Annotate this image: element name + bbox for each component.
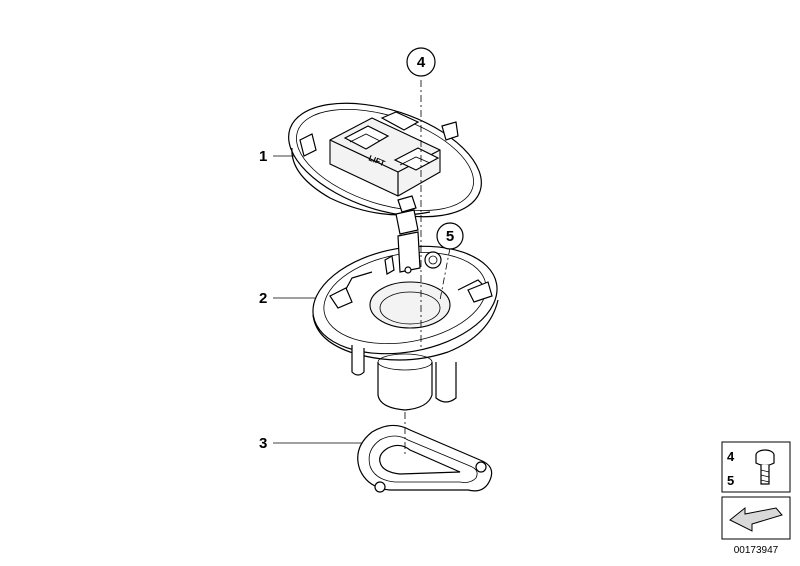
callout-2: 2 [259,290,316,307]
legend-box[interactable]: 4 5 [721,441,791,493]
svg-text:5: 5 [446,228,454,245]
callout-5-leader [439,247,451,301]
svg-text:3: 3 [259,435,267,452]
filler-neck-housing-part[interactable] [304,231,505,411]
fuel-cap-part[interactable]: LIFT [274,82,495,239]
screw-icon [755,449,775,485]
svg-text:2: 2 [259,290,267,307]
callout-3: 3 [259,435,362,452]
arrow-down-left-icon[interactable] [721,496,791,540]
svg-text:1: 1 [259,148,267,165]
legend-label-bottom: 5 [727,473,734,488]
legend-label-top: 4 [727,449,735,464]
svg-text:4: 4 [417,54,426,71]
callout-5[interactable]: 5 [436,222,464,250]
gasket-part[interactable] [357,424,493,493]
diagram-number: 00173947 [734,545,779,556]
callout-1: 1 [259,148,294,165]
callout-4[interactable]: 4 [406,47,436,77]
